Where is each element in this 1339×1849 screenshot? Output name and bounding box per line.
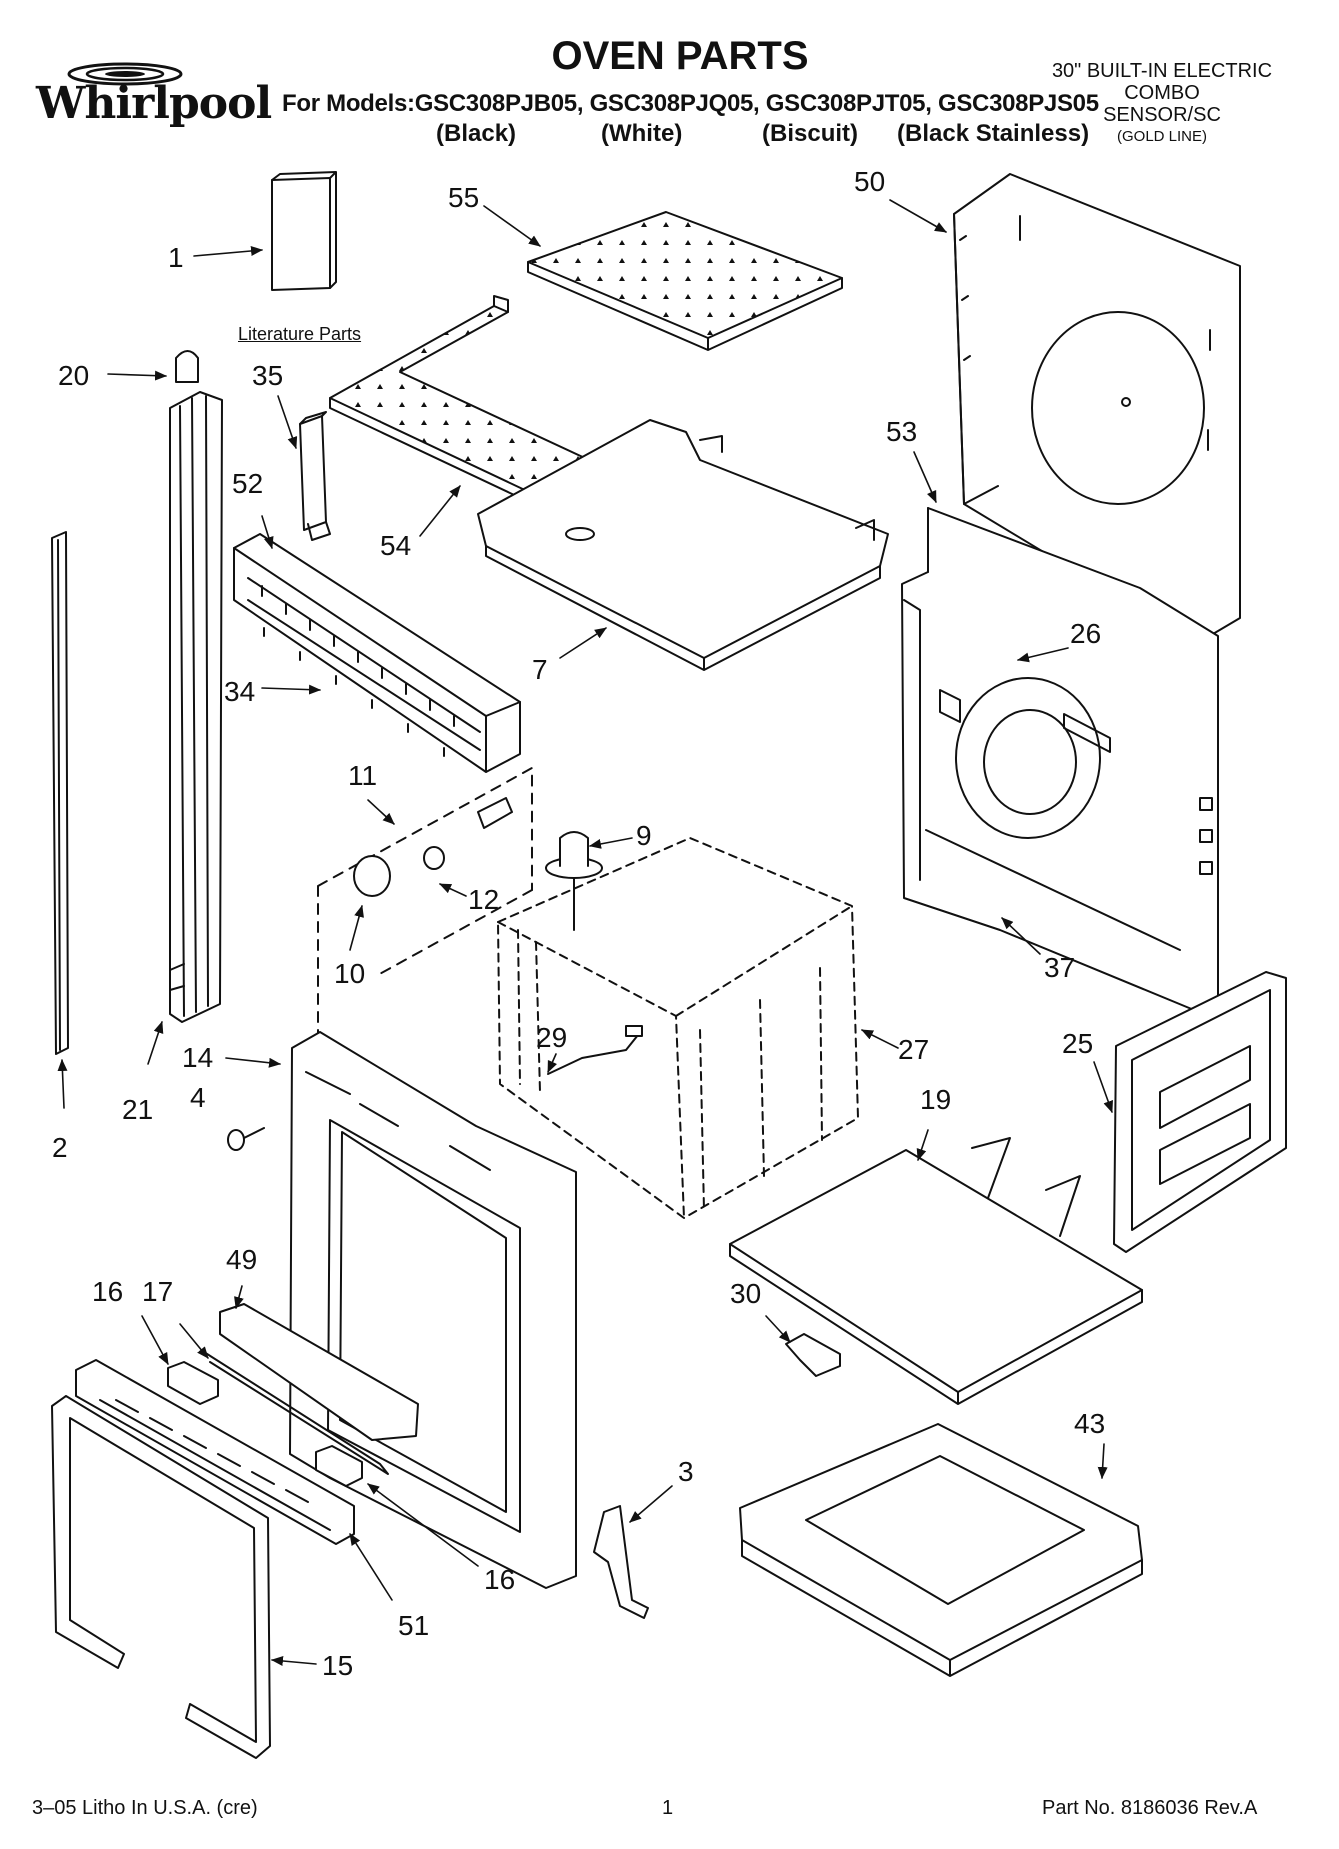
part-25-side-panel [1113, 971, 1287, 1253]
callout-14: 14 [182, 1042, 214, 1073]
part-16-blocks [167, 1361, 363, 1487]
callout-17: 17 [142, 1276, 174, 1307]
part-4-screw [227, 1127, 265, 1151]
callout-55: 55 [448, 182, 480, 213]
callout-7: 7 [532, 654, 548, 685]
part-55-insulation [527, 211, 843, 351]
callout-50: 50 [854, 166, 886, 197]
product-line: (GOLD LINE) [1116, 128, 1207, 145]
callout-19: 19 [920, 1084, 952, 1115]
part-51-front-trim [75, 1359, 355, 1545]
callout-43: 43 [1074, 1408, 1106, 1439]
callout-3: 3 [678, 1456, 694, 1487]
callout-53: 53 [886, 416, 918, 447]
part-1-literature [271, 171, 337, 291]
callout-11: 11 [348, 760, 378, 791]
callout-16-lower: 16 [484, 1564, 516, 1595]
part-15-gasket [51, 1395, 271, 1759]
callout-10: 10 [334, 958, 366, 989]
part-20-cap [175, 350, 199, 383]
literature-parts-label: Literature Parts [238, 324, 362, 344]
footer-litho: 3–05 Litho In U.S.A. (cre) [32, 1797, 258, 1819]
callout-21: 21 [122, 1094, 154, 1125]
callout-1: 1 [168, 242, 184, 273]
whirlpool-swirl-icon [67, 62, 183, 86]
color-white: (White) [601, 120, 683, 147]
desc-line-3: SENSOR/SC [1103, 104, 1221, 126]
callout-35: 35 [252, 360, 284, 391]
callout-26: 26 [1070, 618, 1102, 649]
part-11-knob-group [317, 767, 533, 1043]
callout-15: 15 [322, 1650, 354, 1681]
callout-54: 54 [380, 530, 412, 561]
part-2-rod [51, 531, 69, 1055]
part-19-bottom-panel [729, 1137, 1143, 1405]
callout-34: 34 [224, 676, 256, 707]
callout-12: 12 [468, 884, 500, 915]
callout-25: 25 [1062, 1028, 1094, 1059]
color-black: (Black) [436, 120, 517, 147]
callout-30: 30 [730, 1278, 762, 1309]
callout-27: 27 [898, 1034, 930, 1065]
callout-16-upper: 16 [92, 1276, 124, 1307]
part-29-probe [547, 1025, 643, 1075]
callout-20: 20 [58, 360, 90, 391]
callout-29: 29 [536, 1022, 568, 1053]
callout-37: 37 [1044, 952, 1076, 983]
page-number: 1 [662, 1797, 674, 1819]
callout-2: 2 [52, 1132, 68, 1163]
part-30-bracket [785, 1333, 841, 1377]
callout-51: 51 [398, 1610, 430, 1641]
part-52-34-vent [233, 533, 521, 773]
part-49-17-strips [203, 1303, 419, 1475]
desc-line-1: 30" BUILT-IN ELECTRIC [1051, 60, 1273, 82]
part-43-bottom-tray [739, 1423, 1143, 1677]
desc-line-2: COMBO [1124, 82, 1200, 104]
callout-4: 4 [190, 1082, 206, 1113]
part-27-oven-cavity [497, 837, 859, 1219]
callout-9: 9 [636, 820, 652, 851]
color-biscuit: (Biscuit) [762, 120, 858, 147]
model-list: For Models:GSC308PJB05, GSC308PJQ05, GSC… [282, 90, 1099, 117]
part-number: Part No. 8186036 Rev.A [1042, 1797, 1258, 1819]
product-description: 30" BUILT-IN ELECTRIC COMBO SENSOR/SC (G… [1012, 60, 1312, 148]
callout-52: 52 [232, 468, 264, 499]
color-black-stainless: (Black Stainless) [897, 120, 1090, 147]
part-50-rear-panel [953, 173, 1241, 645]
part-9-sensor [545, 831, 603, 931]
part-35-bracket [299, 411, 331, 541]
part-7-top-panel [477, 419, 889, 671]
part-53-26-rear-assembly [901, 507, 1219, 1011]
callout-49: 49 [226, 1244, 258, 1275]
part-21-side-trim [169, 391, 223, 1023]
brand-logo: Whirlpool [30, 58, 280, 134]
brand-name: Whirlpool [36, 78, 272, 129]
leader-arrows [57, 199, 1113, 1666]
page-title: OVEN PARTS [551, 34, 809, 78]
part-3-bracket [593, 1505, 649, 1619]
